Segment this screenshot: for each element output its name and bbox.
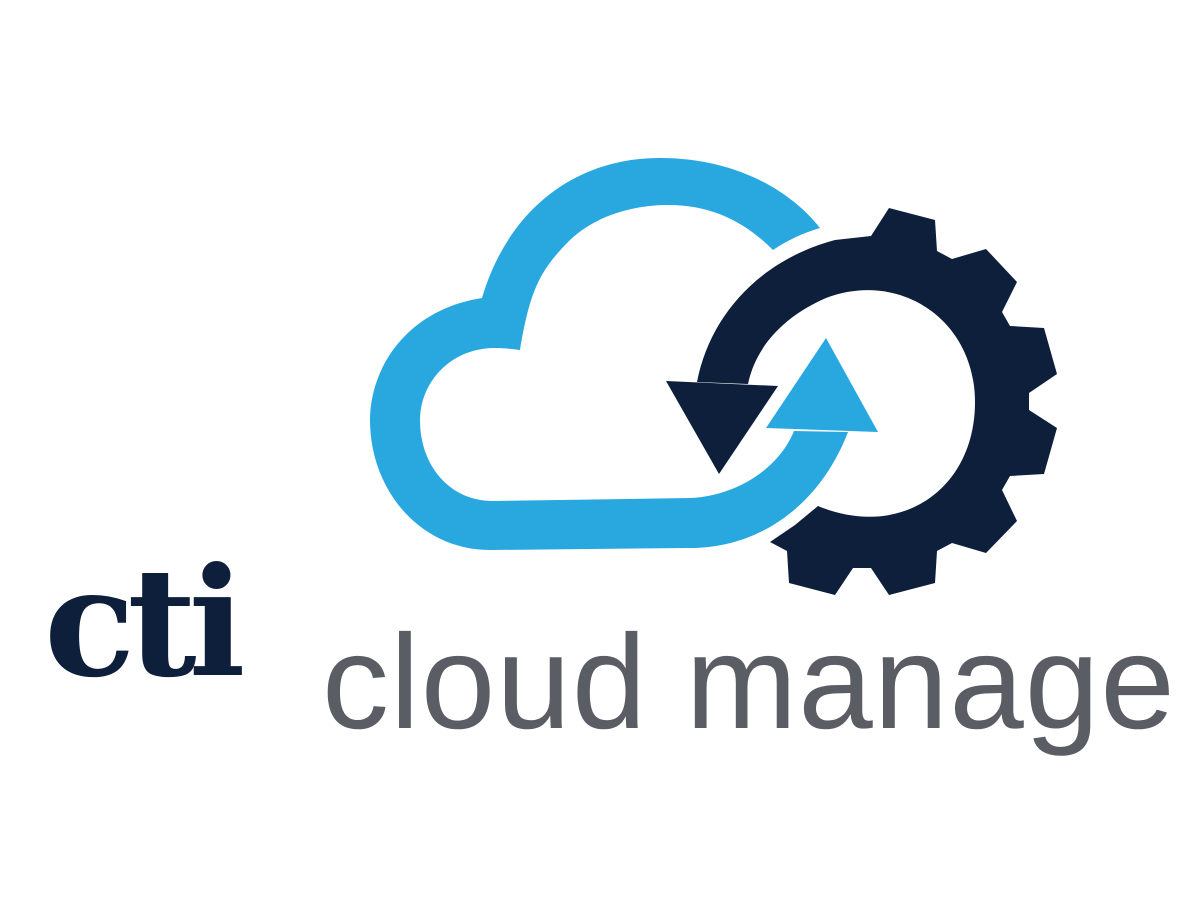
refresh-arrows-icon (666, 338, 878, 474)
gear-icon (697, 208, 1057, 595)
brand-logotype: cti (44, 535, 246, 711)
product-name: cloud manager (322, 608, 1181, 757)
cloud-icon (370, 158, 848, 550)
